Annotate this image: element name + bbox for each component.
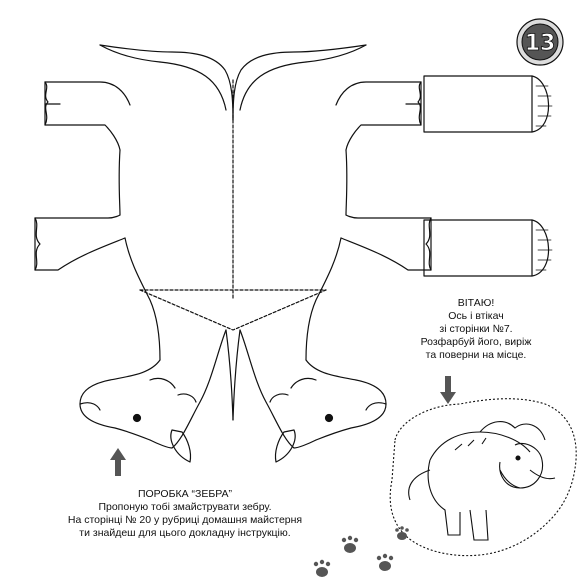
dinosaur-cutout (389, 398, 577, 557)
zebra-instructions: ПОРОБКА “ЗЕБРА” Пропоную тобі змайструва… (30, 488, 340, 540)
svg-text:13: 13 (525, 31, 556, 56)
greeting-note-line-2: зі сторінки №7. (439, 323, 513, 335)
footprint-icon (313, 526, 409, 577)
fold-line-chest (139, 289, 327, 331)
leg-tab-top (423, 75, 553, 133)
greeting-note-line-4: та поверни на місце. (425, 349, 527, 361)
zebra-right-half (232, 44, 432, 463)
zebra-instructions-line-1: Пропоную тобі змайструвати зебру. (98, 501, 272, 513)
greeting-note-title: ВІТАЮ! (457, 297, 495, 309)
greeting-note: ВІТАЮ! Ось і втікач зі сторінки №7. Розф… (396, 297, 556, 362)
zebra-instructions-line-2: На сторінці № 20 у рубриці домашня майст… (67, 514, 303, 526)
down-arrow-icon (440, 376, 456, 404)
zebra-instructions-line-3: ти знайдеш для цього докладну інструкцію… (79, 527, 291, 539)
page-number-badge: 13 (516, 18, 564, 66)
leg-tab-bottom (423, 219, 553, 277)
zebra-instructions-title: ПОРОБКА “ЗЕБРА” (137, 488, 233, 500)
greeting-note-line-1: Ось і втікач (448, 310, 504, 322)
greeting-note-line-3: Розфарбуй його, виріж (420, 336, 532, 348)
zebra-left-half (34, 44, 234, 463)
up-arrow-icon (110, 448, 126, 476)
